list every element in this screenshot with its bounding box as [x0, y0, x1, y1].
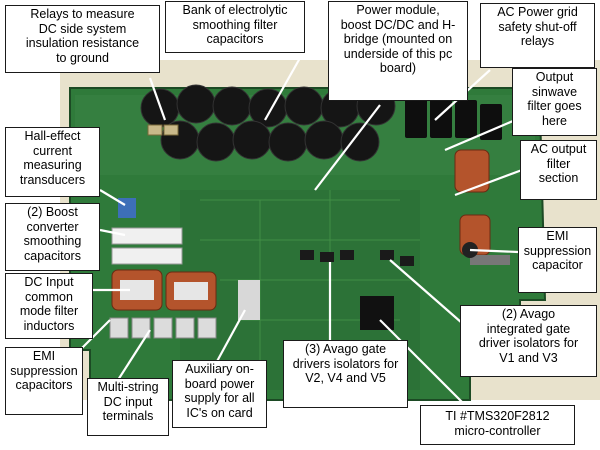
leader-avago-integrated — [389, 259, 471, 331]
callout-relays-dc-insulation: Relays to measure DC side system insulat… — [5, 5, 160, 73]
dc-common-mode-inductors — [111, 269, 217, 311]
leader-relays-dc — [148, 77, 167, 121]
leader-hall-effect — [99, 189, 126, 206]
callout-avago-integrated: (2) Avago integrated gate driver isolato… — [460, 305, 597, 377]
leader-emi-left — [79, 319, 111, 351]
callout-electrolytic-caps: Bank of electrolytic smoothing filter ca… — [165, 1, 305, 53]
callout-ac-output-filter: AC output filter section — [520, 140, 597, 200]
callout-power-module: Power module, boost DC/DC and H- bridge … — [328, 1, 468, 101]
leader-power-module — [314, 104, 381, 191]
callout-hall-effect: Hall-effect current measuring transducer… — [5, 127, 100, 197]
dc-input-terminals — [109, 317, 217, 339]
callout-ac-grid-relays: AC Power grid safety shut-off relays — [480, 3, 595, 68]
leader-sinewave — [444, 116, 521, 152]
ac-grid-relays — [405, 98, 502, 140]
callout-dc-common-mode: DC Input common mode filter inductors — [5, 273, 93, 339]
emi-capacitor-right-part — [470, 255, 510, 265]
leader-emi-right — [469, 248, 519, 254]
microcontroller-chip — [360, 296, 394, 330]
leader-aux-power — [214, 309, 246, 366]
callout-boost-smoothing-caps: (2) Boost converter smoothing capacitors — [5, 203, 100, 271]
callout-emi-capacitors-left: EMI suppression capacitors — [5, 347, 83, 415]
callout-aux-power: Auxiliary on- board power supply for all… — [172, 360, 267, 428]
hall-effect-transducer — [118, 198, 136, 218]
leader-ti-controller — [379, 319, 471, 411]
aux-power-module — [238, 280, 260, 320]
leader-multi-string — [117, 329, 151, 381]
callout-output-sinewave-filter: Output sinwave filter goes here — [512, 68, 597, 136]
leader-ac-output — [454, 168, 523, 197]
dc-insulation-relays — [147, 124, 179, 136]
boost-capacitors — [111, 227, 183, 265]
callout-avago-gate-drivers: (3) Avago gate drivers isolators for V2,… — [283, 340, 408, 408]
callout-emi-capacitor-right: EMI suppression capacitor — [518, 227, 597, 293]
callout-multi-string-dc: Multi-string DC input terminals — [87, 378, 169, 436]
callout-ti-controller: TI #TMS320F2812 micro-controller — [420, 405, 575, 445]
leader-electrolytic — [264, 57, 301, 121]
gate-driver-chips — [300, 250, 414, 266]
leader-boost-caps — [99, 228, 126, 237]
